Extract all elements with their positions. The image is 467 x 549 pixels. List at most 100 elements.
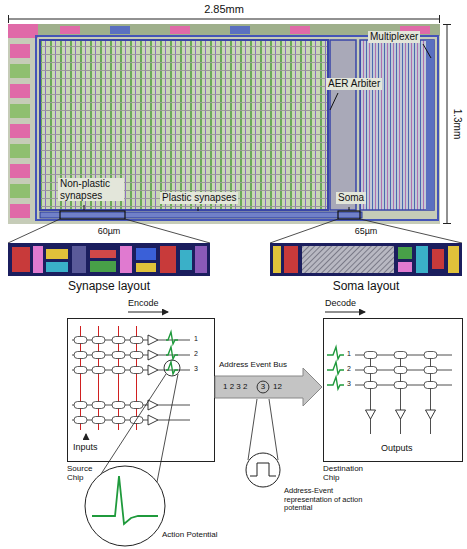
- address-number: 1: [194, 335, 198, 343]
- destination-chip-circuit-part: [366, 410, 436, 419]
- destination-chip-box: OutputsDestination Chip: [323, 318, 463, 462]
- address-number: 3: [347, 380, 351, 388]
- destination-chip-circuit-part-part: [424, 367, 437, 374]
- bus-title: Address Event Bus: [219, 360, 287, 369]
- synapse-layout-image-part: [46, 249, 68, 259]
- source-chip-circuit-part: [166, 332, 178, 374]
- part-label: Non-plastic synapses: [58, 178, 124, 201]
- chip-layout-part: [10, 164, 30, 178]
- dimension-lines: [8, 15, 451, 224]
- synapse-layout-image-part: [8, 243, 210, 276]
- destination-chip-circuit-part: [355, 352, 452, 434]
- source-chip-circuit-part-part: [158, 370, 190, 371]
- destination-chip-circuit-part-part: [396, 410, 406, 419]
- address-number: 2: [347, 365, 351, 373]
- destination-chip-circuit-part-part: [394, 367, 407, 374]
- dimension-lines-part: [8, 19, 440, 20]
- zoom-callouts-part: [248, 399, 257, 460]
- dimension-label: 2.85mm: [204, 3, 244, 16]
- destination-chip-circuit-part-part: [364, 352, 377, 359]
- synapse-layout-image-part: [180, 250, 192, 270]
- synapse-layout-image-part: [46, 262, 68, 272]
- source-chip-circuit-part: [74, 337, 143, 424]
- chip-layout-part: [10, 104, 30, 118]
- dimension-lines-part: [443, 24, 451, 25]
- destination-chip-circuit-part-part: [400, 352, 401, 410]
- source-chip-circuit-part: [148, 335, 158, 425]
- dimension-lines-part: [447, 24, 448, 224]
- destination-chip-circuit-part-part: [424, 382, 437, 389]
- address-sequence: 12: [273, 382, 282, 391]
- source-chip-circuit-part-part: [148, 365, 158, 375]
- direction-label: Encode: [128, 298, 159, 308]
- source-chip-circuit-part-part: [112, 337, 125, 344]
- soma-layout-image: [270, 243, 462, 276]
- source-chip-circuit-part-part: [74, 352, 87, 359]
- chip-layout-part: [10, 64, 30, 78]
- address-number: 1: [347, 350, 351, 358]
- source-chip-circuit-part-part: [148, 400, 158, 410]
- dimension-lines-part: [443, 223, 451, 224]
- source-chip-circuit-part-part: [92, 367, 105, 374]
- soma-layout-image-part: [416, 246, 428, 273]
- source-chip-circuit-part-part: [130, 352, 143, 359]
- zoom-callouts-part: [157, 374, 178, 482]
- source-chip-circuit-part-part: [74, 337, 87, 344]
- chip-layout-part: [426, 40, 434, 210]
- source-chip-circuit-part-part: [166, 332, 178, 344]
- soma-layout-image-part: [270, 243, 462, 276]
- synapse-layout-image-part: [90, 261, 116, 272]
- synapse-layout-image-part: [160, 246, 176, 273]
- part-label: Multiplexer: [368, 31, 420, 43]
- source-chip-circuit-part-part: [148, 350, 158, 360]
- leader-lines: [84, 44, 431, 211]
- source-chip-circuit-part-part: [112, 352, 125, 359]
- chip-layout-part: [10, 44, 30, 58]
- chip-layout-part: [8, 24, 440, 224]
- source-chip-circuit-part-part: [92, 402, 105, 409]
- source-chip-circuit-part-part: [158, 420, 190, 421]
- chip-layout-part: [8, 24, 38, 38]
- chip-title: Destination Chip: [323, 464, 363, 482]
- leader-lines-part: [84, 205, 85, 210]
- address-sequence: 1 2 3 2: [223, 382, 247, 391]
- direction-arrows: [128, 311, 365, 312]
- source-chip-circuit-part-part: [112, 417, 125, 424]
- zoom-caption: Address-Event representation of action p…: [284, 487, 364, 513]
- circled-address: 3: [261, 382, 265, 391]
- chip-layout-part: [10, 84, 30, 98]
- dimension-label: 1.3mm: [451, 109, 463, 140]
- source-chip-circuit-part-part: [112, 367, 125, 374]
- source-chip-circuit-part-part: [74, 417, 87, 424]
- synapse-layout-image: [8, 243, 210, 276]
- action-potential-zoom-part: [85, 466, 165, 546]
- dimension-label: 65µm: [355, 226, 378, 236]
- chip-layout-part: [290, 26, 310, 34]
- destination-chip-circuit-part-part: [327, 347, 344, 359]
- bus-arrow-body: [215, 368, 322, 406]
- source-chip-circuit-part-part: [74, 402, 87, 409]
- source-chip-circuit-part-part: [74, 367, 87, 374]
- source-chip-circuit: [72, 326, 190, 440]
- source-chip-circuit-part-part: [166, 362, 178, 374]
- source-chip-circuit-part: [81, 326, 137, 430]
- source-chip-circuit-part-part: [92, 352, 105, 359]
- synapse-layout-image-part: [90, 250, 116, 258]
- address-number: 2: [194, 350, 198, 358]
- address-number: 3: [194, 365, 198, 373]
- zoom-lines-part: [8, 219, 60, 243]
- soma-layout-image-part: [273, 246, 281, 273]
- source-chip-circuit-part-part: [130, 402, 143, 409]
- part-label: AER Arbiter: [326, 78, 382, 90]
- figure-title: Soma layout: [333, 280, 400, 294]
- synapse-layout-image-part: [136, 263, 156, 272]
- soma-layout-image-part: [302, 246, 394, 273]
- chip-layout-part: [10, 144, 30, 158]
- leader-lines-part: [330, 93, 338, 110]
- chip-title: Source Chip: [67, 464, 92, 482]
- output-label: Outputs: [381, 443, 413, 453]
- chip-layout-part: [230, 26, 250, 34]
- soma-layout-image-part: [398, 262, 412, 272]
- source-chip-circuit-part-part: [158, 355, 190, 356]
- chip-layout-part: [10, 184, 30, 198]
